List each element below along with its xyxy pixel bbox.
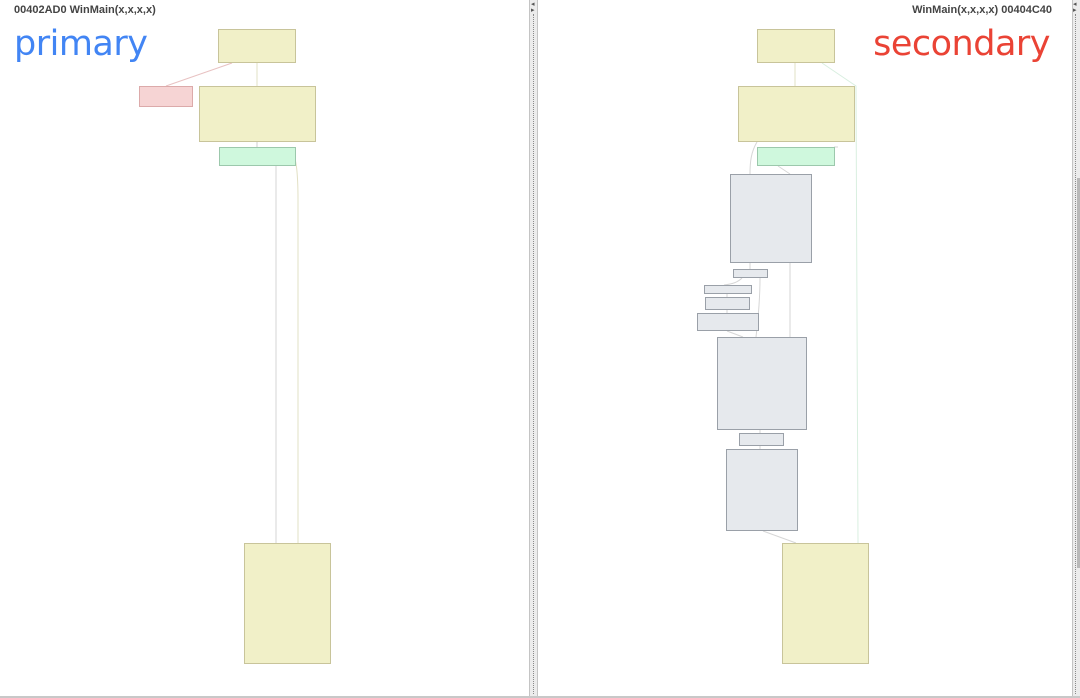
right-side-scroll-strip[interactable]: ◂▸ [1072,0,1080,698]
secondary-unmatched-basic-block[interactable] [730,174,812,263]
primary-graph-pane[interactable]: 00402AD0 WinMain(x,x,x,x) primary [0,0,529,696]
secondary-unmatched-basic-block[interactable] [726,449,798,531]
secondary-graph-pane[interactable]: WinMain(x,x,x,x) 00404C40 secondary [538,0,1072,696]
secondary-unmatched-basic-block[interactable] [697,313,759,331]
secondary-basic-block[interactable] [782,543,869,664]
primary-function-title: 00402AD0 WinMain(x,x,x,x) [14,4,156,16]
primary-label: primary [14,24,148,64]
secondary-basic-block[interactable] [738,86,855,142]
pane-splitter[interactable]: ◂▸ [529,0,538,698]
secondary-unmatched-basic-block[interactable] [739,433,784,446]
splitter-grip [533,14,535,694]
primary-identical-basic-block[interactable] [219,147,296,166]
primary-basic-block[interactable] [199,86,316,142]
primary-basic-block[interactable] [218,29,296,63]
scrollbar-thumb[interactable] [1077,178,1080,568]
secondary-basic-block[interactable] [757,29,835,63]
strip-grip [1075,14,1076,694]
secondary-unmatched-basic-block[interactable] [705,297,750,310]
splitter-arrows-icon[interactable]: ◂▸ [531,0,535,14]
secondary-label: secondary [873,24,1050,64]
primary-unmatched-basic-block[interactable] [139,86,193,107]
strip-arrows-icon[interactable]: ◂▸ [1073,0,1077,14]
secondary-unmatched-basic-block[interactable] [733,269,768,278]
primary-basic-block[interactable] [244,543,331,664]
bottom-border [0,696,1080,698]
secondary-identical-basic-block[interactable] [757,147,835,166]
secondary-unmatched-basic-block[interactable] [717,337,807,430]
secondary-unmatched-basic-block[interactable] [704,285,752,294]
secondary-function-title: WinMain(x,x,x,x) 00404C40 [912,4,1052,16]
